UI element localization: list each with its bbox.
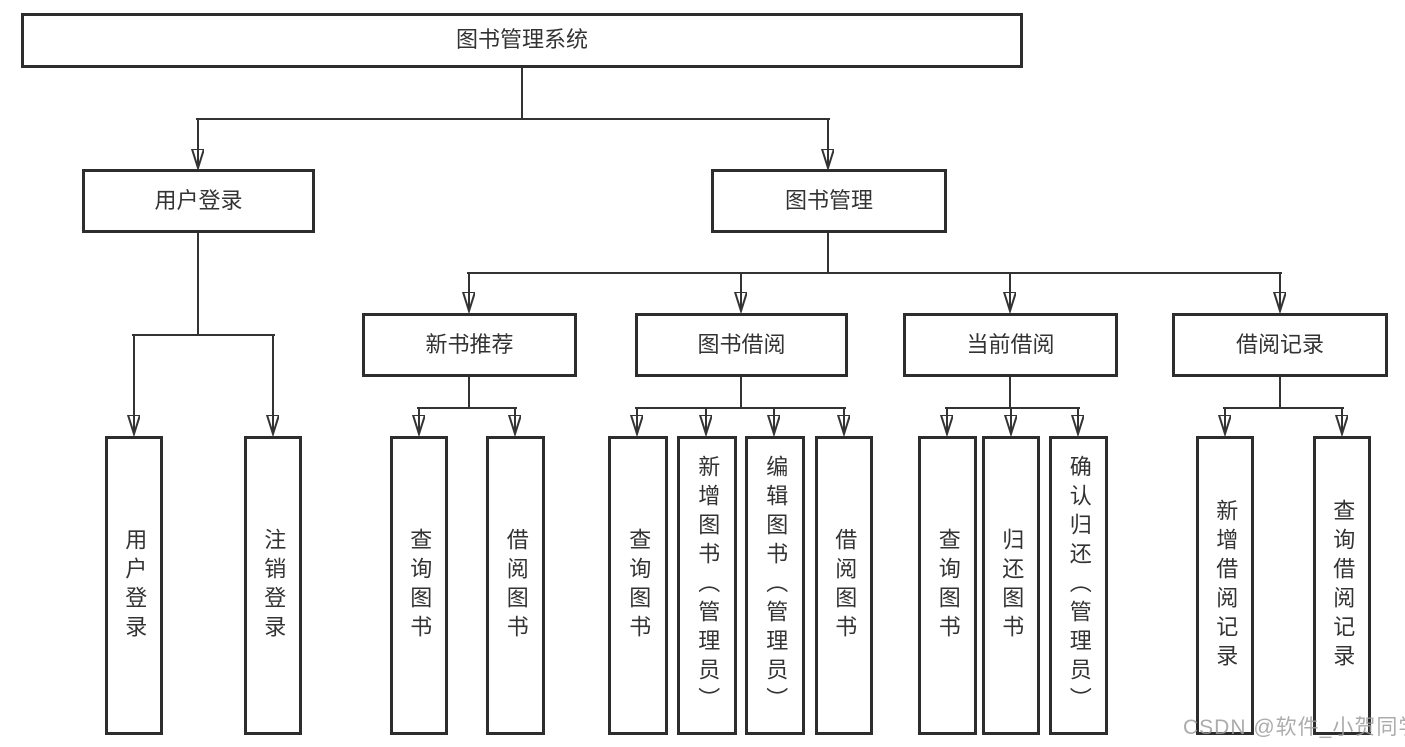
leaf-add-book-admin: 新增图书（管理员） <box>677 436 737 735</box>
leaf-borrow-book-recommend: 借阅图书 <box>486 436 545 735</box>
connector-new-book-rec-children <box>418 377 516 434</box>
connector-borrow-records-children <box>1224 377 1343 434</box>
leaf-query-book-borrow: 查询图书 <box>608 436 668 735</box>
leaf-user-login: 用户登录 <box>105 436 163 735</box>
connector-book-mgmt-children <box>468 233 1281 311</box>
leaf-return-book: 归还图书 <box>982 436 1040 735</box>
leaf-query-book-recommend: 查询图书 <box>390 436 448 735</box>
node-root-system: 图书管理系统 <box>21 13 1023 68</box>
connector-root-to-level2 <box>197 68 829 168</box>
leaf-query-borrow-record: 查询借阅记录 <box>1313 436 1371 735</box>
connector-current-borrow-children <box>946 377 1079 434</box>
leaf-edit-book-admin: 编辑图书（管理员） <box>745 436 805 735</box>
node-book-borrow: 图书借阅 <box>635 313 848 377</box>
node-borrow-records: 借阅记录 <box>1172 313 1388 377</box>
leaf-confirm-return-admin: 确认归还（管理员） <box>1049 436 1108 735</box>
node-new-book-recommend: 新书推荐 <box>362 313 577 377</box>
node-book-management: 图书管理 <box>711 169 947 233</box>
leaf-borrow-book: 借阅图书 <box>815 436 873 735</box>
csdn-watermark: CSDN @软件_小贺同学 <box>1183 716 1405 739</box>
connector-book-borrow-children <box>636 377 845 434</box>
node-user-login: 用户登录 <box>82 169 315 233</box>
leaf-logout: 注销登录 <box>244 436 302 735</box>
node-current-borrow: 当前借阅 <box>903 313 1118 377</box>
leaf-add-borrow-record: 新增借阅记录 <box>1196 436 1254 735</box>
connector-user-login-children <box>133 233 274 434</box>
leaf-query-book-current: 查询图书 <box>918 436 977 735</box>
